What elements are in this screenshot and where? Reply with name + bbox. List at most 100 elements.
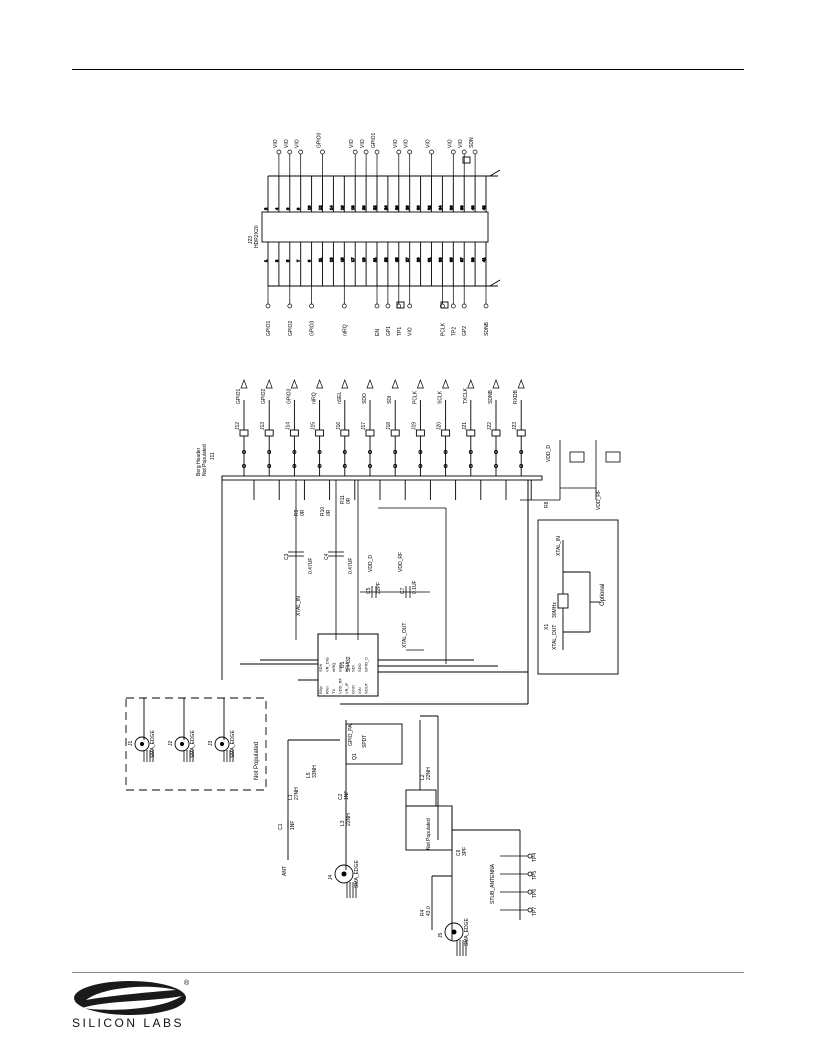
- berg-pin-dot: [242, 464, 246, 468]
- header-pin-number: 4: [274, 207, 279, 210]
- berg-net-label: SDNB: [488, 389, 494, 404]
- u1-left-pin-label: VR_DIG: [325, 657, 330, 672]
- u1-left-pin-label: GPIO_0: [364, 657, 369, 672]
- u1-body: [317, 633, 379, 697]
- header-part: HDR2X20: [254, 225, 260, 248]
- header-net-flag: [287, 149, 293, 155]
- header-net-flag: [483, 303, 489, 309]
- header-pin-number: 13: [328, 257, 333, 262]
- header-bottom-net-label: GP2: [462, 326, 468, 336]
- xtal-out-box: XTAL_OUT: [552, 625, 558, 650]
- tp-label: TP7: [532, 907, 538, 916]
- c1-refdes: C1: [278, 823, 284, 830]
- u1-left-pin-label: SDN: [318, 663, 323, 672]
- sma-part: SMA_EDGE: [190, 730, 196, 758]
- berg-title-1: Berg Header: [196, 447, 202, 476]
- tp-pad: [527, 889, 533, 895]
- header-net-flag: [265, 303, 271, 309]
- berg-pin-label: J19: [411, 422, 417, 430]
- berg-pin-dot: [342, 464, 347, 468]
- berg-net-label: nIRQ: [312, 392, 318, 404]
- u1-right-pin-label: RXn: [325, 686, 330, 694]
- u1-left-pin-label: nIRQ: [331, 663, 336, 672]
- antenna-refdes: J5: [438, 933, 444, 939]
- berg-pin-dot: [242, 450, 246, 454]
- crystal-box: [537, 519, 619, 675]
- berg-net-label: RXDB: [513, 389, 519, 404]
- berg-pin-dot: [317, 450, 322, 454]
- r10-value: 0R: [326, 509, 332, 516]
- berg-pin-pad: [390, 429, 400, 437]
- xtal-in-label: XTAL_IN: [556, 536, 562, 556]
- r11-value: 0R: [346, 497, 352, 504]
- header-bottom-net-label: GP1: [386, 326, 392, 336]
- header-pin-number: 6: [285, 207, 290, 210]
- antenna-refdes: J4: [328, 875, 334, 881]
- header-net-flag: [374, 303, 380, 309]
- antenna-connector-body: [334, 864, 354, 884]
- berg-pin-label: J15: [311, 422, 317, 430]
- header-pin-number: 10: [307, 205, 312, 210]
- l2-value: 22NH: [426, 767, 432, 780]
- header-pin-number: 31: [427, 257, 432, 262]
- header-pin-number: 14: [328, 205, 333, 210]
- berg-pin-pad: [466, 429, 476, 437]
- berg-pin-label: J14: [285, 422, 291, 430]
- r9-value: 0R: [300, 509, 306, 516]
- header-pin-number: 28: [405, 205, 410, 210]
- header-net-flag: [407, 303, 413, 309]
- header-bottom-net-label: GPIO3: [310, 320, 316, 336]
- header-bottom-net-label: TP2: [451, 327, 457, 336]
- antenna-center-pin: [341, 871, 347, 877]
- c4-refdes: C4: [324, 553, 330, 560]
- antenna-part: SMA_EDGE: [464, 918, 470, 946]
- berg-net-label: GPIO2: [261, 388, 267, 404]
- tp-pad: [527, 853, 533, 859]
- header-net-flag: [450, 303, 456, 309]
- logo-registered-mark: ®: [184, 980, 190, 987]
- balun-box: [405, 789, 437, 807]
- header-pin-number: 32: [427, 205, 432, 210]
- logo-wordmark: SILICON LABS: [72, 1016, 185, 1030]
- r8-label: R8: [544, 501, 550, 508]
- sma-part: SMA_EDGE: [230, 730, 236, 758]
- u1-right-pin-label: GND: [351, 685, 356, 694]
- sma-connector-body: [174, 736, 190, 752]
- berg-net-label: SDI: [387, 396, 393, 404]
- header-net-flag: [374, 149, 380, 155]
- header-top-net-label: VIO: [447, 139, 453, 148]
- header-pin-number: 24: [383, 205, 388, 210]
- antenna-connector-body: [444, 922, 464, 942]
- optional-label: Optional: [600, 584, 606, 606]
- berg-net-flag: [366, 379, 374, 389]
- xtal-in-mid: XTAL_IN: [296, 596, 302, 616]
- berg-net-flag: [265, 379, 273, 389]
- berg-labels: J12GPIO1J13GPIO2J14GPIO3J15nIRQJ16nSELJ1…: [235, 379, 525, 430]
- u1-left-pin-label: SCLK: [344, 661, 349, 672]
- header-pin-number: 25: [394, 257, 399, 262]
- header-top-net-label: VIO: [349, 139, 355, 148]
- header-top-net-label: GPIO0: [317, 132, 323, 148]
- header-pin-number: 38: [459, 205, 464, 210]
- np-box-label: Not Populated: [254, 742, 260, 780]
- berg-pin-label: J17: [361, 422, 367, 430]
- u1-right-pin-label: RXp: [318, 685, 323, 694]
- header-net-flag: [461, 149, 467, 155]
- berg-header-body: [221, 475, 543, 481]
- header-pin-number: 23: [383, 257, 388, 262]
- berg-net-label: SCLK: [438, 390, 444, 404]
- logo-swoosh-1: [86, 986, 176, 1000]
- c3-value: 0.47UF: [308, 558, 314, 574]
- berg-pin-pad: [516, 429, 526, 437]
- header-top-net-label: VIO: [393, 139, 399, 148]
- c7-refdes: C7: [400, 587, 406, 594]
- logo-swoosh-2: [82, 996, 182, 1010]
- header-top-arrow: [489, 169, 501, 177]
- berg-title-2: Not Populated: [202, 444, 208, 476]
- u1-left-pin-label: SDI: [351, 665, 356, 672]
